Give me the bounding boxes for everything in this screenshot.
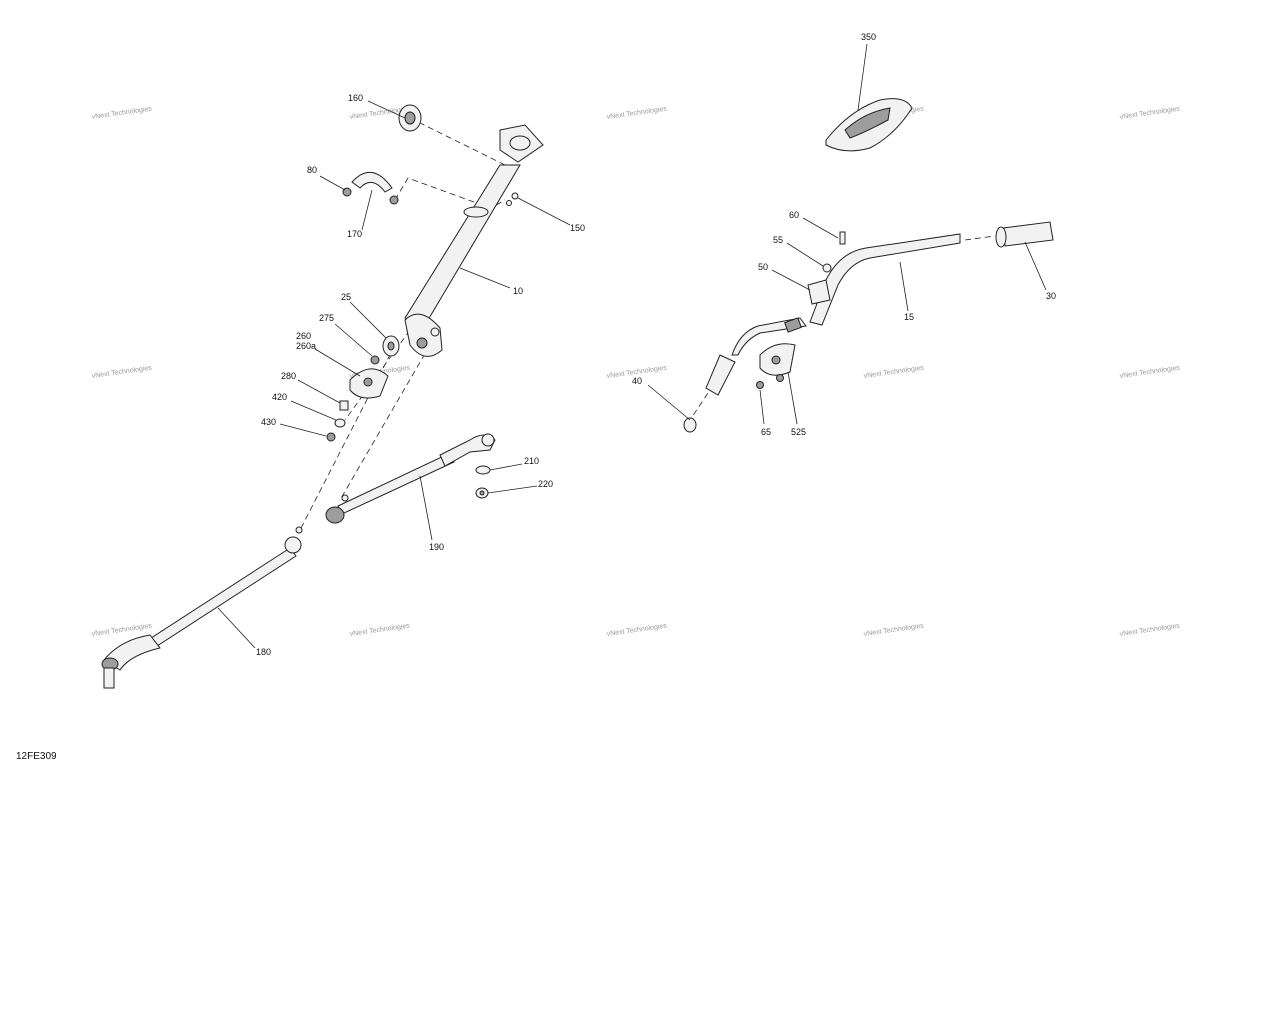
callout-150: 150: [570, 223, 585, 233]
part-280-bolt: [339, 400, 349, 411]
part-60-bolt: [839, 231, 846, 245]
callout-160: 160: [348, 93, 363, 103]
figure-id: 12FE309: [16, 751, 57, 762]
watermark: vNext Technologies: [1119, 106, 1180, 121]
callout-30: 30: [1046, 291, 1056, 301]
part-10-steering-column: [404, 124, 544, 357]
watermark: vNext Technologies: [91, 106, 152, 121]
part-275-nut: [370, 355, 380, 365]
watermark: vNext Technologies: [863, 623, 924, 638]
assembly-line: [964, 235, 996, 241]
callout-430: 430: [261, 417, 276, 427]
callout-60: 60: [789, 210, 799, 220]
watermark: vNext Technologies: [91, 365, 152, 380]
callout-350: 350: [861, 32, 876, 42]
part-40-grip: [683, 354, 736, 433]
part-30-grip: [995, 221, 1054, 248]
callout-280: 280: [281, 371, 296, 381]
assembly-line: [394, 177, 483, 206]
callout-55: 55: [773, 235, 783, 245]
assembly-line: [409, 117, 506, 166]
part-350-cover: [825, 98, 913, 152]
watermark: vNext Technologies: [606, 623, 667, 638]
part-430-nut: [326, 432, 336, 442]
part-150-fitting: [506, 192, 519, 206]
callout-labels: 160 80 170 150 10 25 275 260 260a 280 42…: [256, 32, 1056, 657]
part-15-handlebar: [731, 233, 961, 356]
part-25-washer: [382, 335, 400, 357]
callout-260: 260: [296, 331, 311, 341]
callout-420: 420: [272, 392, 287, 402]
callout-65: 65: [761, 427, 771, 437]
callout-275: 275: [319, 313, 334, 323]
callout-25: 25: [341, 292, 351, 302]
callout-210: 210: [524, 456, 539, 466]
steering-column-assembly: [101, 104, 544, 689]
callout-525: 525: [791, 427, 806, 437]
handlebar-assembly: [683, 98, 1054, 433]
callout-15: 15: [904, 312, 914, 322]
part-55-bolt: [822, 263, 832, 273]
callout-220: 220: [538, 479, 553, 489]
part-170-clamp: [351, 172, 393, 193]
watermark: vNext Technologies: [606, 106, 667, 121]
watermark: vNext Technologies: [1119, 365, 1180, 380]
part-160-bushing: [398, 104, 422, 132]
callout-80: 80: [307, 165, 317, 175]
callout-190: 190: [429, 542, 444, 552]
watermark: vNext Technologies: [1119, 623, 1180, 638]
part-525-bracket: [759, 343, 796, 376]
callout-10: 10: [513, 286, 523, 296]
part-220-nut: [475, 487, 489, 499]
callout-40: 40: [632, 376, 642, 386]
part-50-clamp: [807, 279, 831, 305]
callout-50: 50: [758, 262, 768, 272]
callout-260a: 260a: [296, 341, 316, 351]
watermark: vNext Technologies: [349, 623, 410, 638]
watermark: vNext Technologies: [863, 365, 924, 380]
part-180-tie-rod: [101, 526, 303, 689]
leader-lines: [217, 43, 1047, 649]
callout-170: 170: [347, 229, 362, 239]
part-210-washer: [475, 465, 491, 475]
callout-180: 180: [256, 647, 271, 657]
part-260-bracket: [349, 368, 389, 399]
part-420-washer: [334, 418, 346, 428]
part-65-nut: [756, 374, 784, 389]
watermark: vNext Technologies: [91, 623, 152, 638]
part-190-tie-rod: [325, 433, 496, 524]
watermarks: vNext Technologies vNext Technologies vN…: [91, 106, 1180, 638]
